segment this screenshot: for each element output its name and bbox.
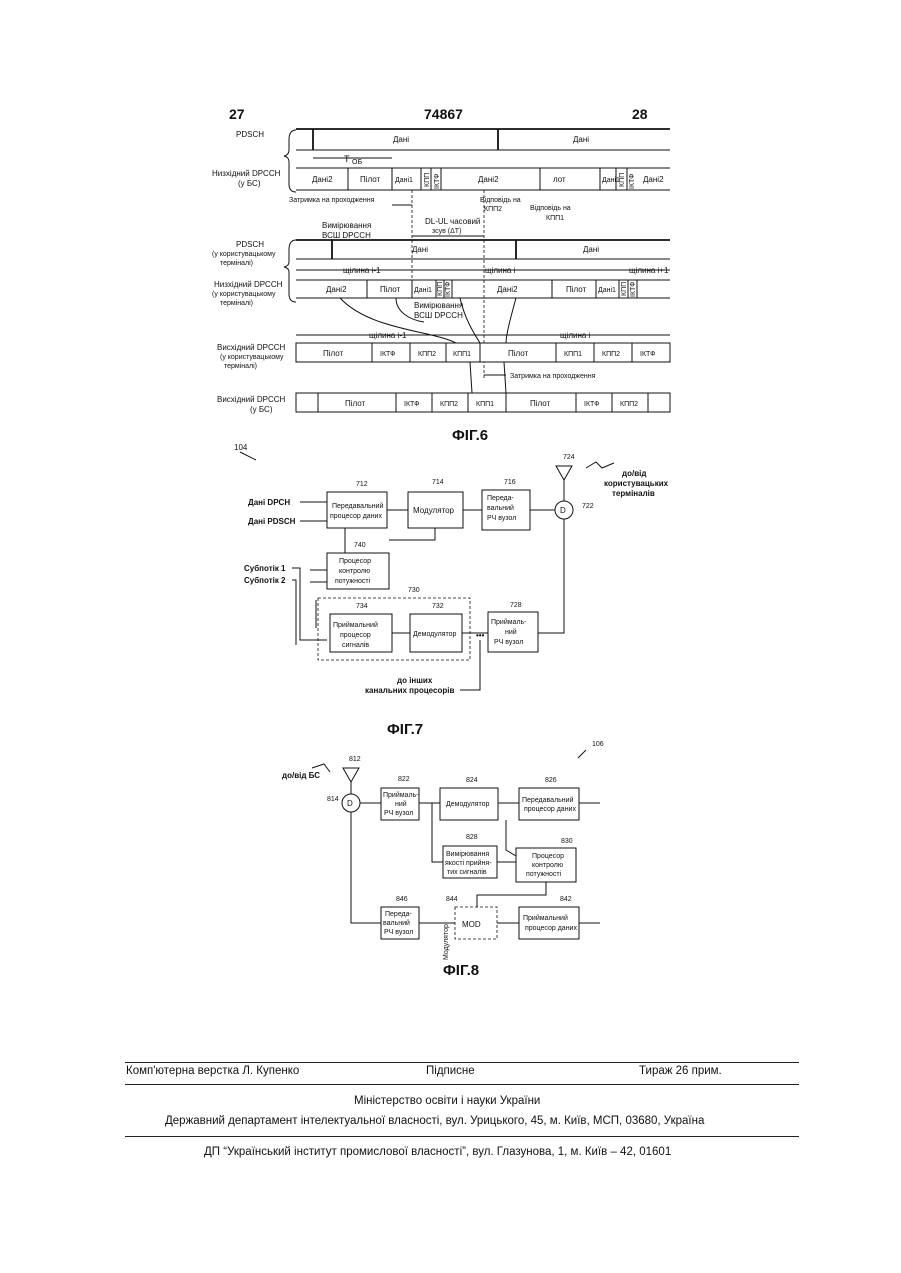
block-proc-842: [519, 907, 579, 939]
power-ctrl-830-l2: контролю: [532, 862, 563, 869]
proc-842-l2: процесор даних: [525, 925, 577, 932]
power-ctrl-830-l1: Процесор: [532, 853, 564, 860]
antenna-812-icon: [343, 768, 359, 782]
num-828: 828: [466, 834, 478, 841]
power-ctrl-830-l3: потужності: [526, 870, 562, 878]
duplexer-814-label: D: [347, 799, 353, 808]
footer-signed: Підписне: [426, 1065, 475, 1077]
tx-rf-846-l3: РЧ вузол: [384, 929, 413, 936]
footer-circulation: Тираж 26 прим.: [639, 1065, 722, 1077]
fig8-caption: ФІГ.8: [443, 962, 479, 979]
measure-828-l2: якості прийня-: [445, 859, 492, 867]
footer-rule-2: [125, 1084, 799, 1085]
num-842: 842: [560, 896, 572, 903]
footer-department: Державний департамент інтелектуальної вл…: [165, 1115, 704, 1127]
rx-rf-822-l1: Приймаль-: [383, 791, 419, 799]
demod-824-label: Демодулятор: [446, 801, 490, 808]
tx-rf-846-l1: Переда-: [385, 911, 413, 918]
footer-rule-3: [125, 1136, 799, 1137]
num-830: 830: [561, 838, 573, 845]
num-824: 824: [466, 777, 478, 784]
num-846: 846: [396, 896, 408, 903]
proc-842-l1: Приймальний: [523, 914, 568, 922]
measure-828-l1: Вимірювання: [446, 850, 489, 858]
fig8-ref: 106: [592, 741, 604, 748]
link-824-830: [506, 820, 516, 856]
num-814: 814: [327, 796, 339, 803]
mod-844-label: MOD: [462, 920, 481, 929]
num-812: 812: [349, 756, 361, 763]
rx-rf-822-l3: РЧ вузол: [384, 810, 413, 817]
rx-rf-822-l2: ний: [395, 800, 407, 808]
mod-844-side: Модулятор: [443, 924, 450, 960]
footer-typesetter: Комп'ютерна верстка Л. Купенко: [126, 1065, 299, 1077]
num-822: 822: [398, 776, 410, 783]
link-830-844: [477, 882, 546, 907]
num-826: 826: [545, 777, 557, 784]
fig8-ref-arrow: [578, 750, 586, 758]
tx-rf-846-l2: вальний: [383, 919, 410, 927]
to-from-bs: до/від БС: [282, 771, 320, 780]
footer-rule-1: [125, 1062, 799, 1063]
footer-institute: ДП “Український інститут промислової вла…: [204, 1146, 671, 1158]
block-proc-826: [519, 788, 579, 820]
proc-826-l2: процесор даних: [524, 806, 576, 813]
measure-828-l3: тих сигналів: [447, 868, 487, 876]
proc-826-l1: Передавальний: [522, 796, 574, 804]
num-844: 844: [446, 896, 458, 903]
link-846-814: [351, 812, 381, 923]
footer-ministry: Міністерство освіти і науки України: [354, 1095, 540, 1107]
